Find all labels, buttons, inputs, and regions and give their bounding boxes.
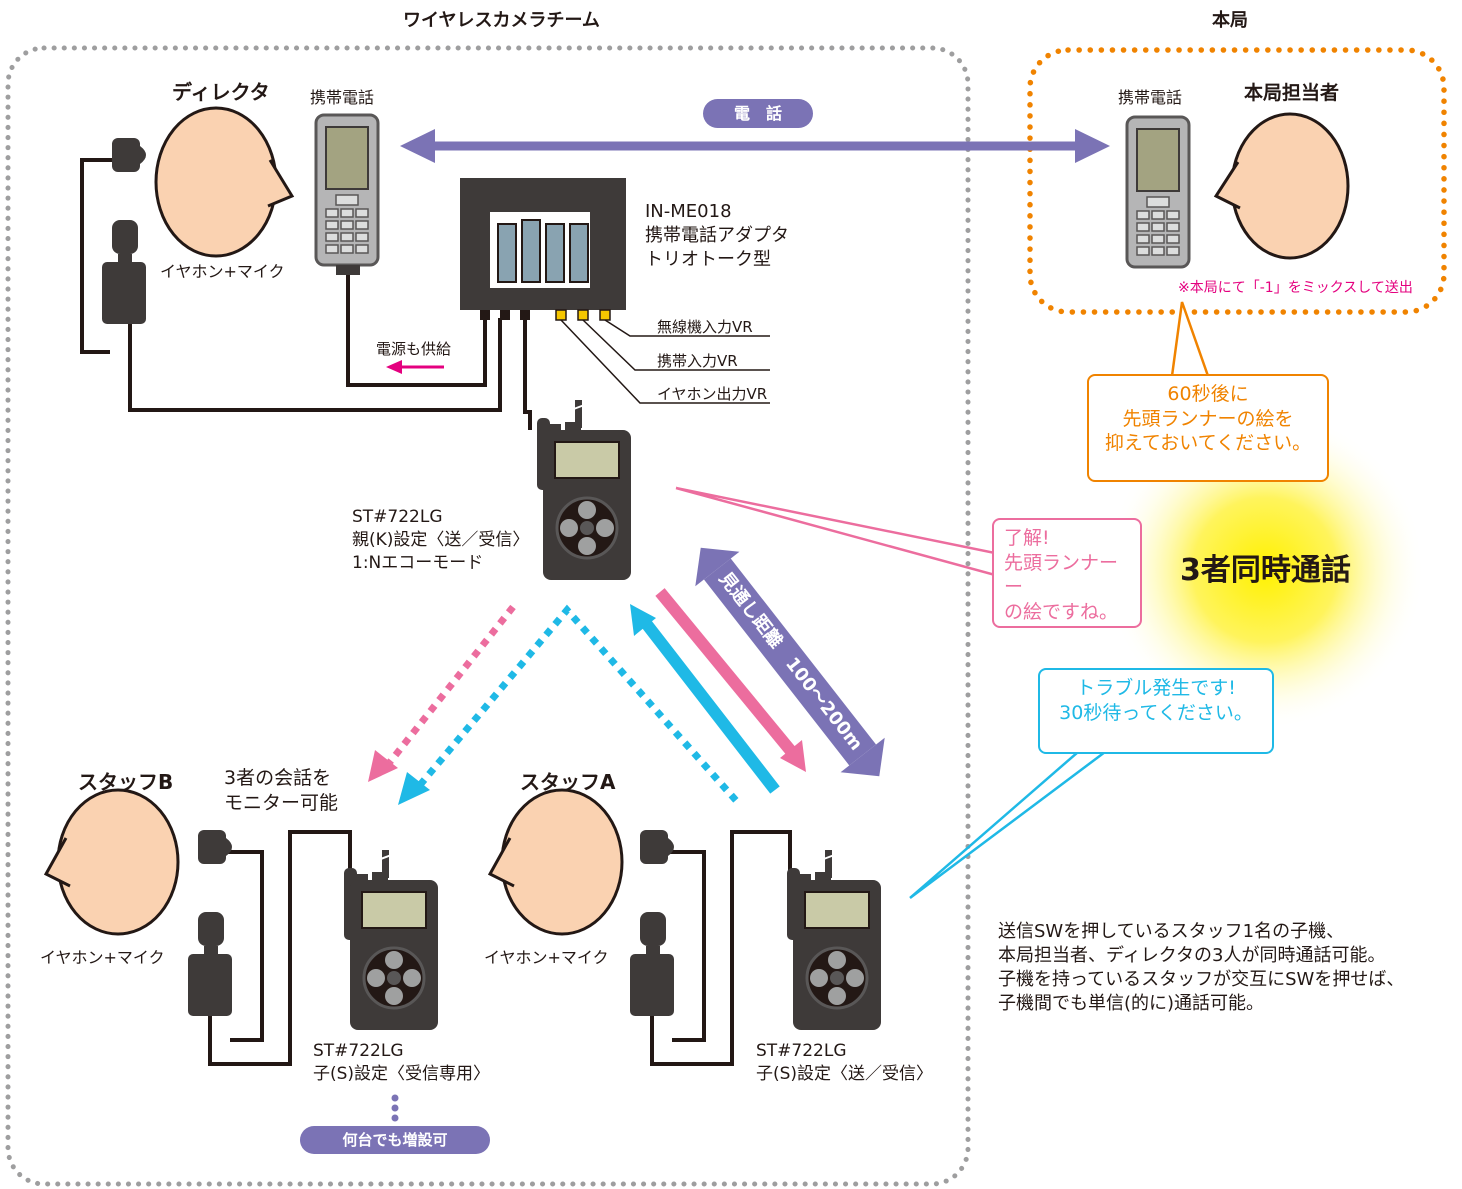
power-arrow <box>386 360 444 374</box>
staff-bubble-tail <box>909 750 1109 900</box>
director-reply-line-1: 了解! <box>1004 527 1050 549</box>
power-supply-label: 電源も供給 <box>376 340 452 358</box>
hq-speech-bubble: 60秒後に 先頭ランナーの絵を 抑えておいてください。 <box>1087 374 1329 482</box>
hq-message-line-3: 抑えておいてください。 <box>1104 432 1312 455</box>
adapter-type: トリオトーク型 <box>645 249 771 270</box>
adapter-name: 携帯電話アダプタ <box>645 225 789 246</box>
staff-trouble-line-1: トラブル発生です! <box>1076 677 1236 699</box>
child-a-model: ST#722LG <box>756 1041 847 1061</box>
staff-b-label: スタッフB <box>78 770 174 794</box>
simultaneous-glow <box>1105 410 1425 730</box>
director-speech-bubble: 了解! 先頭ランナーー の絵ですね。 <box>992 518 1142 628</box>
phone-call-pill: 電 話 <box>703 99 813 128</box>
parent-setting: 親(K)設定〈送／受信〉 <box>352 530 530 550</box>
director-label: ディレクタ <box>172 80 270 104</box>
signal-arrows <box>368 547 885 808</box>
staff-a-earset <box>630 830 792 1066</box>
earphone-label-b: イヤホン+マイク <box>40 948 165 967</box>
adapter-label: IN-ME018 携帯電話アダプタ トリオトーク型 <box>645 200 789 272</box>
staff-speech-bubble: トラブル発生です! 30秒待ってください。 <box>1038 668 1274 754</box>
team-title: ワイヤレスカメラチーム <box>403 10 600 31</box>
child-radio-b-label: ST#722LG 子(S)設定〈受信専用〉 <box>313 1040 490 1086</box>
phone-label-right: 携帯電話 <box>1118 88 1183 107</box>
vr-wireless-label: 無線機入力VR <box>657 318 753 336</box>
summary-line-4: 子機間でも単信(的に)通話可能。 <box>998 993 1265 1014</box>
phone-adapter <box>460 178 626 321</box>
hq-message-line-1: 60秒後に <box>1167 383 1249 405</box>
adapter-radio-cable <box>523 318 532 430</box>
hq-mix-note: ※本局にて「-1」をミックスして送出 <box>1178 280 1413 296</box>
parent-radio-label: ST#722LG 親(K)設定〈送／受信〉 1:Nエコーモード <box>352 506 529 575</box>
simultaneous-call-label: 3者同時通話 <box>1180 553 1351 588</box>
child-b-setting: 子(S)設定〈受信専用〉 <box>313 1064 491 1084</box>
monitor-line-2: モニター可能 <box>224 792 339 814</box>
director-earset <box>80 138 502 412</box>
monitor-line-1: 3者の会話を <box>224 767 332 789</box>
hq-message-line-2: 先頭ランナーの絵を <box>1122 407 1294 430</box>
child-b-model: ST#722LG <box>313 1041 404 1061</box>
phone-call-arrow <box>400 129 1110 163</box>
summary-text: 送信SWを押しているスタッフ1名の子機、 本局担当者、ディレクタの3人が同時通話… <box>998 920 1404 1016</box>
director-head <box>154 106 295 258</box>
hq-head <box>1213 112 1350 260</box>
hq-phone <box>1125 115 1191 269</box>
hq-bubble-tail <box>1170 301 1210 378</box>
staff-a-head <box>487 788 624 936</box>
expand-dots <box>391 1094 399 1122</box>
expandable-pill: 何台でも増設可 <box>300 1126 490 1154</box>
parent-model: ST#722LG <box>352 507 443 527</box>
adapter-model: IN-ME018 <box>645 201 732 222</box>
child-a-setting: 子(S)設定〈送／受信〉 <box>756 1064 934 1084</box>
vr-phone-label: 携帯入力VR <box>657 352 738 370</box>
vr-earphone-label: イヤホン出力VR <box>657 385 768 403</box>
team-boundary <box>5 45 971 1187</box>
hq-title: 本局 <box>1212 10 1248 31</box>
phone-label-left: 携帯電話 <box>310 88 375 107</box>
staff-a-label: スタッフA <box>520 770 616 794</box>
vr-leader-lines <box>560 319 770 404</box>
staff-trouble-line-2: 30秒待ってください。 <box>1059 701 1253 724</box>
staff-b-earset <box>188 830 352 1066</box>
summary-line-1: 送信SWを押しているスタッフ1名の子機、 <box>998 921 1345 942</box>
earphone-label-a: イヤホン+マイク <box>484 948 609 967</box>
child-radio-b <box>342 848 440 1032</box>
staff-b-head <box>43 788 180 936</box>
summary-line-2: 本局担当者、ディレクタの3人が同時通話可能。 <box>998 945 1386 966</box>
earphone-label-director: イヤホン+マイク <box>160 262 285 281</box>
director-reply-line-2: 先頭ランナーー <box>1004 551 1119 599</box>
monitor-label: 3者の会話を モニター可能 <box>224 766 338 816</box>
director-reply-line-3: の絵ですね。 <box>1004 601 1119 624</box>
hq-person-label: 本局担当者 <box>1244 82 1340 104</box>
parent-radio <box>535 398 633 582</box>
director-phone <box>314 113 487 387</box>
child-radio-a-label: ST#722LG 子(S)設定〈送／受信〉 <box>756 1040 933 1086</box>
summary-line-3: 子機を持っているスタッフが交互にSWを押せば、 <box>998 969 1405 990</box>
hq-boundary <box>1027 47 1447 315</box>
child-radio-a <box>785 848 883 1032</box>
parent-mode: 1:Nエコーモード <box>352 553 484 573</box>
